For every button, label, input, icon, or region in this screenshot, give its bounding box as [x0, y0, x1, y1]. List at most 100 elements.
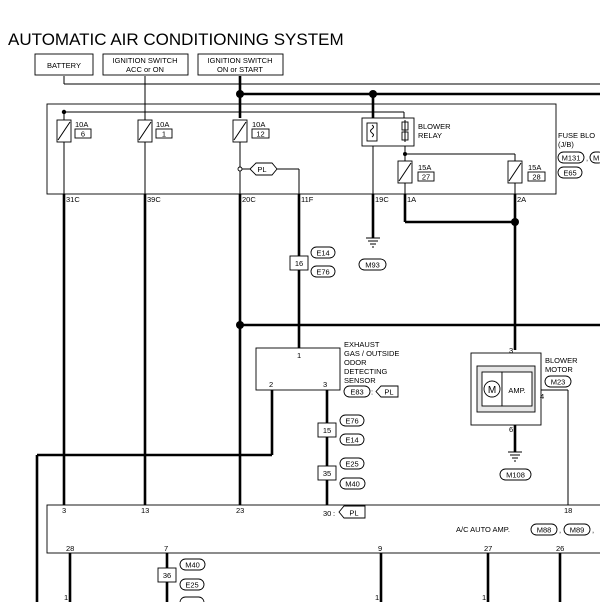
fuse-6: 10A 6: [56, 112, 92, 194]
sensor-label-5: SENSOR: [344, 376, 376, 385]
terminal-1a: 1A: [407, 195, 416, 204]
fuse-28-amp: 15A: [528, 163, 541, 172]
fuse-28: 15A 28: [507, 154, 546, 194]
amp-conn-sep: ,: [559, 526, 561, 535]
ignition-on-source: IGNITION SWITCH ON or START: [197, 53, 284, 76]
fuse-27-num: 27: [422, 173, 430, 182]
blower-motor-connector: M23: [551, 378, 566, 387]
amp-pin-9: 9: [378, 544, 382, 553]
exhaust-gas-sensor: 1 2 3 EXHAUST GAS / OUTSIDE ODOR DETECTI…: [255, 340, 399, 398]
amp-label: A/C AUTO AMP.: [456, 525, 510, 534]
page-title: AUTOMATIC AIR CONDITIONING SYSTEM: [8, 30, 344, 49]
power-bus: [63, 76, 600, 118]
sensor-label-2: GAS / OUTSIDE: [344, 349, 399, 358]
fuse-block-sep: ,: [586, 154, 588, 163]
sensor-label-3: ODOR: [344, 358, 367, 367]
amp-connector-m89: M89: [570, 526, 585, 535]
connector-16: 16 E14 E76: [289, 246, 336, 278]
sensor-connector: E83: [350, 388, 363, 397]
sensor-pl-tag: PL: [384, 388, 393, 397]
fuse-block-connector-1: M131: [562, 154, 581, 163]
blower-motor-label-2: MOTOR: [545, 365, 573, 374]
ground-m108: M108: [499, 451, 532, 481]
terminal-2a: 2A: [517, 195, 526, 204]
amp-pin-7: 7: [164, 544, 168, 553]
fuse-28-num: 28: [532, 173, 540, 182]
fuse-12-num: 12: [256, 130, 264, 139]
connector-e76-a: E76: [316, 268, 329, 277]
fuse-block-label: FUSE BLO: [558, 131, 595, 140]
amp-connector-m88: M88: [537, 526, 552, 535]
connector-36-num: 36: [163, 571, 171, 580]
amp-conn-sep-2: ,: [592, 526, 594, 535]
fuse-1: 10A 1: [137, 112, 173, 194]
ignition-on-label-1: IGNITION SWITCH: [208, 56, 273, 65]
sensor-pin2-wire: [35, 390, 274, 602]
amp-output-wires: 1 1 1 36 M40 E25: [64, 553, 562, 602]
blower-relay-label-1: BLOWER: [418, 122, 451, 131]
terminal-31c: 31C: [66, 195, 80, 204]
blower-motor: 3 4 6 M AMP. BLOWER MOTOR M23: [470, 346, 578, 505]
amp-pl-tag: PL: [349, 509, 358, 518]
sensor-pin-3: 3: [323, 380, 327, 389]
connector-16-num: 16: [295, 259, 303, 268]
connector-e25-a: E25: [345, 460, 358, 469]
fuse-1-amp: 10A: [156, 120, 169, 129]
terminal-11f: 11F: [301, 195, 314, 204]
blower-pin-4: 4: [540, 392, 544, 401]
battery-source: BATTERY: [34, 53, 94, 76]
amp-pin-27: 27: [484, 544, 492, 553]
terminal-39c: 39C: [147, 195, 161, 204]
blower-relay-label-2: RELAY: [418, 131, 442, 140]
blower-pin-3: 3: [509, 346, 513, 355]
connector-15-num: 15: [323, 426, 331, 435]
lower-pin-1-c: 1: [482, 593, 486, 602]
fuse-12-amp: 10A: [252, 120, 265, 129]
fuse-pl-tag: PL: [257, 165, 266, 174]
terminal-19c: 19C: [375, 195, 389, 204]
motor-symbol: M: [488, 385, 496, 396]
ignition-acc-label-1: IGNITION SWITCH: [113, 56, 178, 65]
amp-pin-3: 3: [62, 506, 66, 515]
fuse-6-num: 6: [81, 130, 85, 139]
blower-relay: BLOWER RELAY: [361, 117, 515, 194]
sensor-pin-2: 2: [269, 380, 273, 389]
connector-e14-a: E14: [316, 249, 329, 258]
sensor-label-1: EXHAUST: [344, 340, 380, 349]
lower-pin-1-a: 1: [64, 593, 68, 602]
blower-motor-label-1: BLOWER: [545, 356, 578, 365]
lower-pin-1-b: 1: [375, 593, 379, 602]
ground-m93: M93: [358, 237, 387, 271]
fuse-27: 15A 27: [397, 154, 435, 194]
fuse-block: FUSE BLO (J/B) M131 , M E65 10A 6 10A: [46, 103, 600, 204]
ignition-acc-source: IGNITION SWITCH ACC or ON: [102, 53, 189, 76]
ground-m108-label: M108: [506, 471, 525, 480]
sensor-pin3-wire: 15 E76 E14 35 E25 M40: [317, 390, 366, 505]
amp-pin-26: 26: [556, 544, 564, 553]
ignition-acc-label-2: ACC or ON: [126, 65, 164, 74]
ac-auto-amp: 3 13 23 30 : PL 18 A/C AUTO AMP. M88 , M…: [46, 504, 600, 554]
connector-e25-b: E25: [185, 581, 198, 590]
battery-label: BATTERY: [47, 61, 81, 70]
amp-pin-23: 23: [236, 506, 244, 515]
connector-e76-b: E76: [345, 417, 358, 426]
fuse-6-amp: 10A: [75, 120, 88, 129]
ground-m93-label: M93: [365, 261, 380, 270]
amp-pin-18: 18: [564, 506, 572, 515]
fuse-27-amp: 15A: [418, 163, 431, 172]
wire-harness: [62, 194, 600, 505]
blower-amp-label: AMP.: [508, 386, 525, 395]
connector-e14-b: E14: [345, 436, 358, 445]
fuse-block-jb: (J/B): [558, 140, 574, 149]
connector-m40-b: M40: [185, 561, 200, 570]
sensor-sep: :: [371, 388, 373, 397]
amp-pin-30-colon: :: [333, 509, 335, 518]
connector-35-num: 35: [323, 469, 331, 478]
sensor-pin-1: 1: [297, 351, 301, 360]
fuse-block-connector-2: M: [593, 154, 599, 163]
terminal-20c: 20C: [242, 195, 256, 204]
fuse-12: 10A 12 PL: [232, 119, 300, 194]
amp-pin-13: 13: [141, 506, 149, 515]
ignition-on-label-2: ON or START: [217, 65, 263, 74]
